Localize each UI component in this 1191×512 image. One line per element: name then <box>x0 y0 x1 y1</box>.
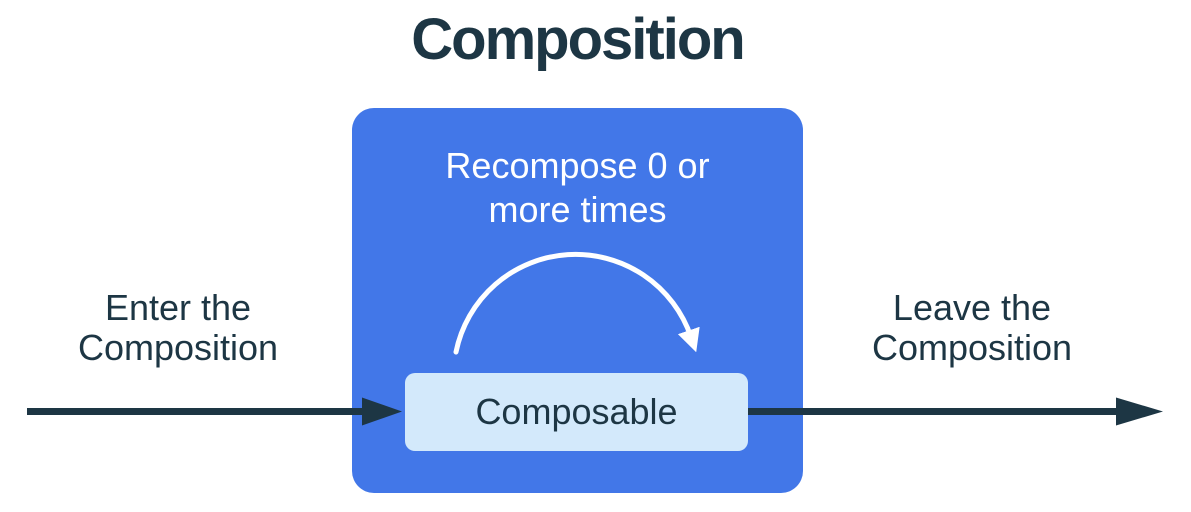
leave-composition-label: Leave the Composition <box>871 287 1073 368</box>
composable-box: Composable <box>405 373 748 451</box>
composable-label: Composable <box>475 391 678 432</box>
enter-composition-label: Enter the Composition <box>77 287 279 368</box>
recompose-label: Recompose 0 or more times <box>445 145 710 230</box>
diagram-title: Composition <box>411 7 745 72</box>
leave-arrowhead-icon <box>1116 397 1163 426</box>
